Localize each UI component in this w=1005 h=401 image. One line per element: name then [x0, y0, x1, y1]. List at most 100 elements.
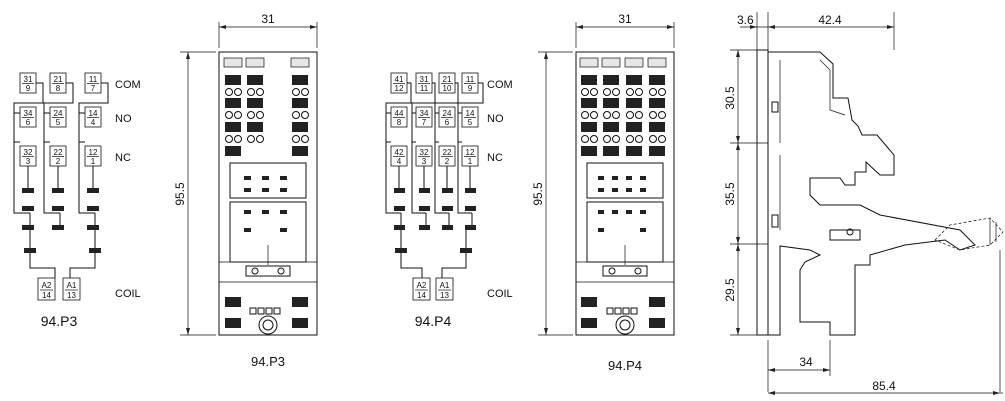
- terminal-number: A2: [42, 281, 52, 290]
- height-dimension: 95.5: [531, 182, 545, 206]
- contact-column: 31 9 34 6 32 3: [19, 72, 37, 167]
- terminal-number: 12: [466, 148, 475, 157]
- terminal-number: 21: [443, 75, 452, 84]
- coil-block: [89, 248, 101, 253]
- contact-column: 11 9 14 5 12 1: [461, 72, 479, 167]
- dimension-label: 3.6: [737, 13, 754, 27]
- terminal-number: 1: [468, 157, 473, 166]
- no-label: NO: [487, 113, 504, 125]
- height-dimension: 95.5: [173, 182, 187, 206]
- terminal-number: 2: [445, 157, 450, 166]
- terminal-number: 1: [91, 157, 96, 166]
- terminal-number: 8: [56, 84, 61, 93]
- terminal-number: 4: [397, 157, 402, 166]
- coil-section: [219, 261, 317, 335]
- coil-terminal-box: [37, 277, 56, 301]
- terminal-number: 11: [466, 75, 475, 84]
- coil-terminals: A2 14 A1 13: [412, 277, 454, 301]
- model-label: 94.P4: [415, 313, 452, 329]
- contact-column: 11 7 14 4 12 1: [84, 72, 102, 167]
- relay-seat: [229, 162, 307, 265]
- terminal-number: A1: [67, 281, 77, 290]
- terminal-number: 13: [67, 291, 76, 300]
- terminal-number: 2: [56, 157, 61, 166]
- com-label: COM: [487, 79, 513, 91]
- terminal-number: 6: [26, 118, 31, 127]
- dimension-label: 30.5: [723, 86, 737, 110]
- model-label: 94.P3: [251, 354, 285, 369]
- screw-terminal-rows: [579, 57, 667, 156]
- terminal-number: 3: [422, 157, 427, 166]
- schematic-wiring: [13, 82, 109, 278]
- terminal-number: A1: [440, 281, 450, 290]
- terminal-number: 11: [89, 75, 98, 84]
- dimension-label: 42.4: [818, 13, 842, 27]
- terminal-number: 14: [466, 109, 475, 118]
- coil-terminal-box: [62, 277, 81, 301]
- terminal-number: 10: [443, 84, 452, 93]
- nc-label: NC: [115, 152, 131, 164]
- terminal-number: 8: [397, 118, 402, 127]
- contact-block: [22, 225, 34, 230]
- contact-block: [87, 206, 99, 211]
- schematic-94-p4: 41 12 44 8 42 4 31 11 34 7 32 3: [385, 72, 513, 329]
- terminal-number: 4: [91, 118, 96, 127]
- contact-block: [22, 188, 34, 193]
- terminal-number: 14: [89, 109, 98, 118]
- terminal-number: 34: [420, 109, 429, 118]
- no-terminal-box: [49, 106, 67, 128]
- width-dimension: 31: [261, 12, 275, 26]
- dimension-label: 34: [799, 355, 813, 369]
- no-terminal-box: [84, 106, 102, 128]
- schematic-94-p3: 31 9 34 6 32 3 21 8 24 5 22 2: [13, 72, 141, 329]
- coil-section: [576, 261, 674, 335]
- terminal-number: A2: [417, 281, 427, 290]
- no-terminal-box: [19, 106, 37, 128]
- terminal-number: 12: [89, 148, 98, 157]
- coil-label: COIL: [487, 288, 513, 300]
- terminal-number: 9: [468, 84, 473, 93]
- terminal-number: 5: [468, 118, 473, 127]
- terminal-number: 14: [42, 291, 51, 300]
- coil-label: COIL: [115, 288, 141, 300]
- terminal-number: 21: [54, 75, 63, 84]
- terminal-number: 31: [24, 75, 33, 84]
- terminal-number: 41: [395, 75, 404, 84]
- contact-block: [52, 206, 64, 211]
- screw-terminal-rows: [223, 57, 310, 156]
- terminal-number: 7: [422, 118, 427, 127]
- terminal-number: 32: [420, 148, 429, 157]
- dimension-label: 85.4: [872, 379, 896, 393]
- latch-outline: [934, 217, 1004, 251]
- front-view-94-p4: 31 95.5: [531, 12, 675, 373]
- front-view-94-p3: 31 95.5: [173, 12, 318, 369]
- nc-label: NC: [487, 152, 503, 164]
- terminal-number: 24: [443, 109, 452, 118]
- side-view: 3.6 42.4 30.5 35.5 29.5: [723, 12, 1004, 395]
- terminal-number: 31: [420, 75, 429, 84]
- contact-block: [87, 188, 99, 193]
- coil-block: [24, 248, 36, 253]
- terminal-number: 9: [26, 84, 31, 93]
- contact-column: 21 10 24 6 22 2: [438, 72, 456, 167]
- terminal-number: 42: [395, 148, 404, 157]
- terminal-number: 7: [91, 84, 96, 93]
- terminal-number: 24: [54, 109, 63, 118]
- terminal-number: 32: [24, 148, 33, 157]
- dimension-label: 35.5: [723, 182, 737, 206]
- din-rail-clip: [756, 49, 769, 336]
- terminal-number: 44: [395, 109, 404, 118]
- terminal-number: 11: [420, 84, 429, 93]
- terminal-number: 22: [443, 148, 452, 157]
- contact-blocks: [394, 188, 476, 253]
- terminal-number: 14: [417, 291, 426, 300]
- contact-block: [52, 225, 64, 230]
- coil-terminals: A2 14 A1 13: [37, 277, 81, 301]
- terminal-number: 22: [54, 148, 63, 157]
- terminal-number: 6: [445, 118, 450, 127]
- terminal-number: 34: [24, 109, 33, 118]
- dimension-label: 29.5: [723, 278, 737, 302]
- relay-seat: [586, 162, 664, 265]
- contact-column: 21 8 24 5 22 2: [49, 72, 67, 167]
